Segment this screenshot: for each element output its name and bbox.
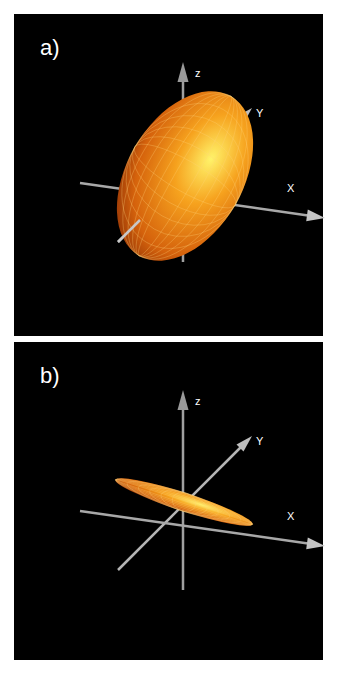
- axis-label: Y: [256, 436, 263, 447]
- panel-ground: [14, 14, 323, 336]
- panel-a-figure: [80, 62, 325, 285]
- panel-letter: a): [40, 37, 60, 59]
- x-axis: [80, 511, 308, 544]
- axis-label: Y: [256, 108, 263, 119]
- axis-arrowhead: [178, 390, 189, 410]
- axis-arrowhead: [306, 538, 325, 550]
- axis-label: X: [287, 511, 294, 522]
- panel-letter: b): [40, 365, 60, 387]
- panel-ground: [14, 342, 323, 660]
- ellipsoid: [89, 67, 281, 284]
- axis-label: z: [195, 396, 201, 407]
- axis-arrowhead: [178, 62, 189, 82]
- axis-label: z: [195, 68, 201, 79]
- axis-arrowhead: [237, 436, 253, 452]
- axis-arrowhead: [306, 210, 325, 222]
- ellipsoid: [113, 471, 256, 533]
- y-axis-end: [118, 220, 140, 242]
- panel-b-figure: [80, 390, 325, 590]
- axis-label: X: [287, 183, 294, 194]
